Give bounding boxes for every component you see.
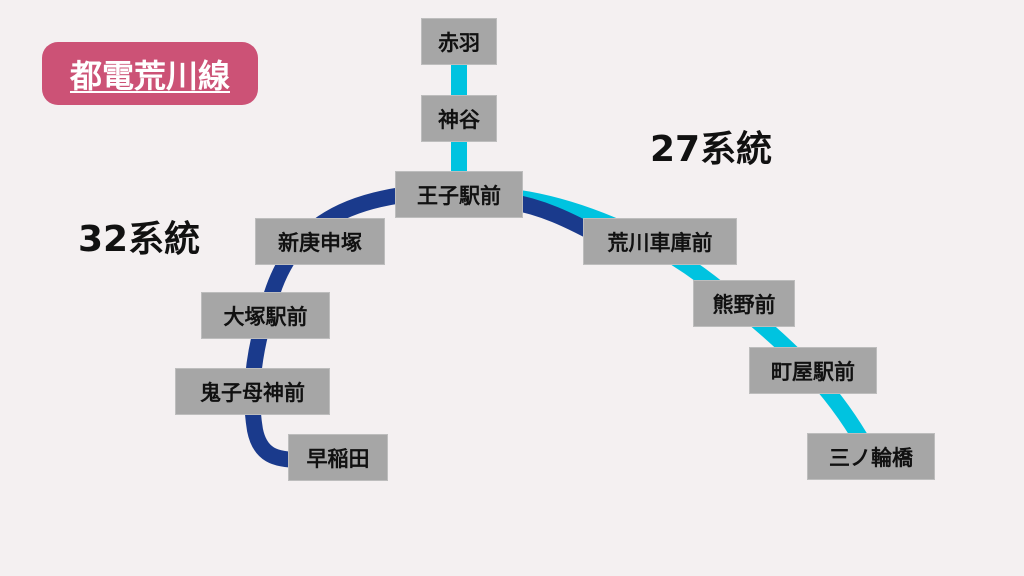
station-waseda: 早稲田 <box>288 434 388 481</box>
route-32-label: 32系統 <box>78 219 201 260</box>
line-title-badge: 都電荒川線 <box>42 42 258 105</box>
route-32-line-west <box>244 185 421 468</box>
station-machiya: 町屋駅前 <box>749 347 877 394</box>
station-kumanomae: 熊野前 <box>693 280 795 327</box>
station-kishimojin: 鬼子母神前 <box>175 368 330 415</box>
station-otsuka: 大塚駅前 <box>201 292 330 339</box>
station-oji: 王子駅前 <box>395 171 523 218</box>
station-shinkoshinzuka: 新庚申塚 <box>255 218 385 265</box>
station-arakawashako: 荒川車庫前 <box>583 218 737 265</box>
route-27-label: 27系統 <box>650 129 773 170</box>
station-kamiya: 神谷 <box>421 95 497 142</box>
station-akabane: 赤羽 <box>421 18 497 65</box>
line-title: 都電荒川線 <box>69 56 230 95</box>
station-minowabashi: 三ノ輪橋 <box>807 433 935 480</box>
